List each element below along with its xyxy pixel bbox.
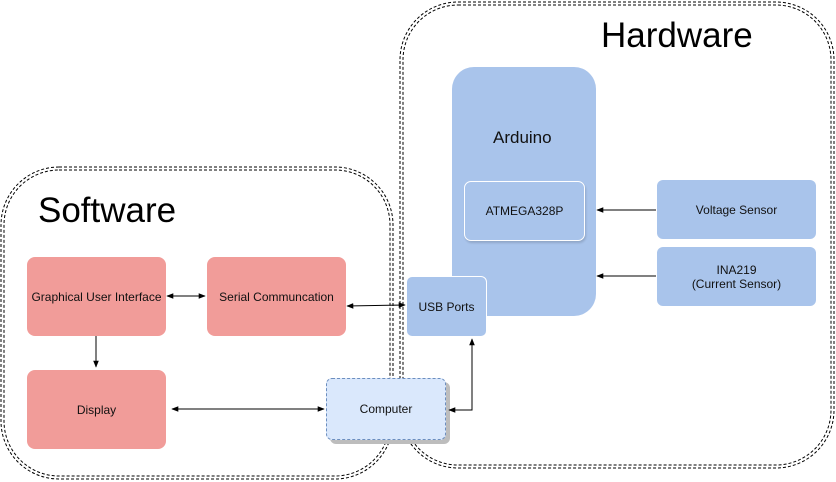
- gui-node[interactable]: Graphical User Interface: [27, 257, 166, 336]
- serial-communication-node[interactable]: Serial Communcation: [207, 257, 346, 336]
- ina219-node[interactable]: INA219 (Current Sensor): [657, 247, 816, 306]
- hardware-group-title: Hardware: [601, 16, 753, 55]
- display-node[interactable]: Display: [27, 370, 166, 449]
- software-group-title: Software: [38, 191, 177, 230]
- usb-ports-node[interactable]: USB Ports: [406, 276, 487, 337]
- computer-node[interactable]: Computer: [326, 378, 446, 440]
- atmega-node[interactable]: ATMEGA328P: [464, 181, 585, 241]
- software-group-outline: [0, 166, 394, 480]
- ina219-sublabel: (Current Sensor): [691, 276, 782, 291]
- voltage-sensor-node[interactable]: Voltage Sensor: [657, 180, 816, 239]
- ina219-label: INA219: [716, 262, 757, 277]
- edge-serial-usb: [346, 302, 406, 309]
- edge-computer-usb: [448, 338, 475, 413]
- arduino-label: Arduino: [493, 128, 552, 147]
